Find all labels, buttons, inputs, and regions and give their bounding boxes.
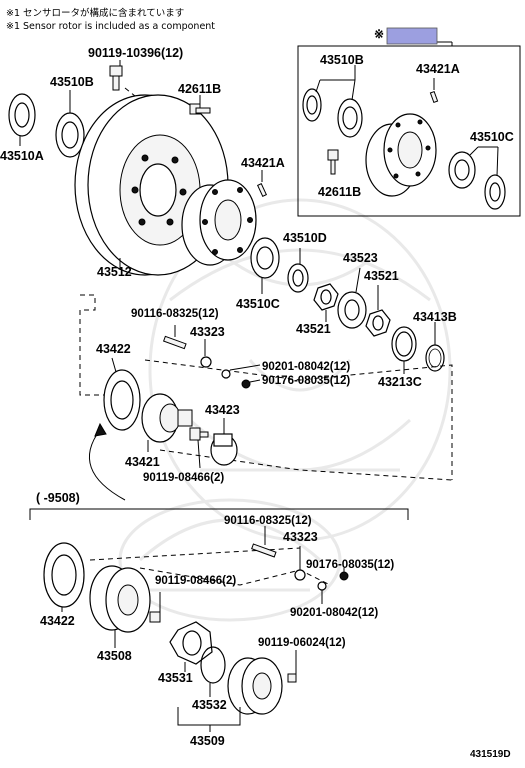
inset-marker: ※ bbox=[374, 27, 384, 41]
bearing-43510C bbox=[250, 237, 280, 294]
label-43323-b: 43323 bbox=[283, 530, 318, 544]
bolt-42611B bbox=[189, 95, 211, 115]
label-43512: 43512 bbox=[97, 265, 132, 279]
stud-bolt-90116-08325 bbox=[162, 325, 187, 350]
nut-90201-08042 bbox=[221, 364, 261, 379]
bearing-43510B bbox=[55, 90, 85, 158]
label-90201-08042-b: 90201-08042(12) bbox=[290, 607, 378, 619]
label-43422-a: 43422 bbox=[96, 342, 131, 356]
inset-bearing-outer bbox=[302, 65, 363, 138]
bolt-90119-10396 bbox=[109, 60, 141, 101]
note-en: ※1 Sensor rotor is included as a compone… bbox=[6, 21, 215, 32]
label-43510A: 43510A bbox=[0, 149, 44, 163]
hub-body-43421 bbox=[141, 393, 193, 452]
label-90201-08042-a: 90201-08042(12) bbox=[262, 361, 350, 373]
inset-bolt bbox=[327, 149, 339, 175]
dashed-guide-upper bbox=[79, 294, 453, 481]
label-90119-10396: 90119-10396(12) bbox=[88, 46, 183, 60]
inset-frame bbox=[297, 45, 521, 217]
gasket-43422 bbox=[103, 357, 141, 431]
label-42611B-inset: 42611B bbox=[318, 185, 361, 199]
pin-43421A bbox=[256, 170, 268, 197]
label-43521-a: 43521 bbox=[296, 322, 331, 336]
label-90176-08035-b: 90176-08035(12) bbox=[306, 559, 394, 571]
label-43531: 43531 bbox=[158, 671, 193, 685]
label-90119-08466-a: 90119-08466(2) bbox=[143, 472, 224, 484]
inset-bearing-inner bbox=[448, 146, 506, 210]
nut-90201-08042-b bbox=[317, 581, 327, 604]
label-43510D: 43510D bbox=[283, 231, 327, 245]
label-43423: 43423 bbox=[205, 403, 240, 417]
seal-43510D bbox=[287, 248, 309, 293]
inset-pin bbox=[429, 78, 439, 104]
sensor-rotor-inset: ※ bbox=[297, 27, 521, 217]
label-90119-08466-b: 90119-08466(2) bbox=[155, 575, 236, 587]
label-43532: 43532 bbox=[192, 698, 227, 712]
diagram-id: 431519D bbox=[470, 749, 511, 760]
axle-hub bbox=[181, 179, 257, 266]
label-43510C: 43510C bbox=[236, 297, 280, 311]
bracket-43509 bbox=[177, 707, 241, 726]
label-43521-b: 43521 bbox=[364, 269, 399, 283]
washer-90176-08035-b bbox=[339, 568, 349, 581]
label-43422-b: 43422 bbox=[40, 614, 75, 628]
label-42611B: 42611B bbox=[178, 82, 221, 96]
gasket-43422-b bbox=[43, 542, 85, 612]
label-90116-08325-a: 90116-08325(12) bbox=[131, 308, 219, 320]
o-ring-43532 bbox=[200, 646, 226, 697]
label-43421A-inset: 43421A bbox=[416, 62, 460, 76]
inset-badge bbox=[386, 27, 438, 45]
snap-ring-43413B bbox=[425, 322, 445, 372]
label-43421A: 43421A bbox=[241, 156, 285, 170]
label-43508: 43508 bbox=[97, 649, 132, 663]
cap-43423 bbox=[210, 418, 238, 466]
stud-bolt-90116-08325-b bbox=[251, 526, 277, 558]
label-43510B: 43510B bbox=[50, 75, 94, 89]
cover-43509 bbox=[227, 657, 283, 715]
label-43523: 43523 bbox=[343, 251, 378, 265]
range-bracket bbox=[29, 508, 409, 520]
label-43510C-inset: 43510C bbox=[470, 130, 514, 144]
range-label: ( -9508) bbox=[36, 491, 80, 505]
washer-90176-08035 bbox=[241, 379, 261, 389]
oil-seal-43510A bbox=[8, 93, 36, 146]
label-43213C: 43213C bbox=[378, 375, 422, 389]
label-43510B-inset: 43510B bbox=[320, 53, 364, 67]
label-43421: 43421 bbox=[125, 455, 160, 469]
label-43509: 43509 bbox=[190, 734, 225, 748]
samurai-helmet-watermark-icon bbox=[118, 198, 452, 622]
bolt-90119-08466-b bbox=[149, 592, 161, 623]
inset-hub bbox=[365, 113, 437, 197]
gear-43531 bbox=[169, 621, 213, 672]
nut-43521-b bbox=[365, 285, 391, 337]
label-90116-08325-b: 90116-08325(12) bbox=[224, 515, 312, 527]
cone-washer-43323 bbox=[200, 339, 212, 368]
label-90119-06024: 90119-06024(12) bbox=[258, 637, 346, 649]
nut-43521-a bbox=[313, 283, 339, 322]
label-90176-08035-a: 90176-08035(12) bbox=[262, 375, 350, 387]
lock-washer-43523 bbox=[337, 267, 367, 329]
hub-43508 bbox=[89, 565, 151, 648]
cone-washer-43323-b bbox=[294, 546, 306, 581]
bolt-90119-08466 bbox=[189, 427, 209, 469]
label-43413B: 43413B bbox=[413, 310, 457, 324]
note-jp: ※1 センサロータが構成に含まれています bbox=[6, 7, 184, 19]
label-43323-a: 43323 bbox=[190, 325, 225, 339]
bolt-90119-06024 bbox=[287, 650, 297, 683]
assembly-arrow bbox=[89, 422, 126, 501]
gasket-43213C bbox=[391, 326, 417, 374]
